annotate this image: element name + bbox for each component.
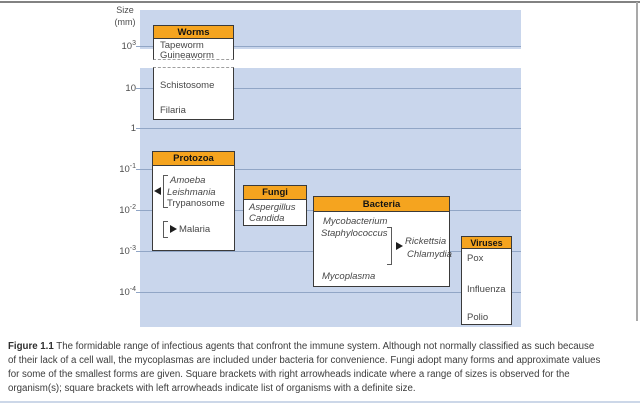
- right-arrowhead-icon: [170, 225, 177, 233]
- y-axis-title-line2: (mm): [114, 16, 136, 27]
- organism-trypanosome: Trypanosome: [167, 198, 225, 209]
- page-bottom-rule: [0, 401, 640, 403]
- y-tick-10e3: 103: [121, 40, 136, 53]
- organism-polio: Polio: [467, 312, 489, 323]
- organism-chlamydia: Chlamydia: [407, 249, 452, 260]
- y-axis-title: Size (mm): [106, 5, 144, 28]
- gridline-10e3: [136, 46, 521, 47]
- left-arrowhead-icon: [154, 187, 161, 195]
- worms-header: Worms: [153, 25, 234, 39]
- y-tick-10e-3: 10-3: [119, 245, 136, 258]
- organism-candida: Candida: [249, 213, 285, 224]
- y-tick-10: 10: [125, 83, 136, 95]
- gridline-10e-1: [136, 169, 521, 170]
- organism-aspergillus: Aspergillus: [249, 202, 296, 213]
- gridline-10e-4: [136, 292, 521, 293]
- gridline-1: [136, 128, 521, 129]
- fungi-header: Fungi: [243, 185, 307, 200]
- fungi-box: Aspergillus Candida: [243, 200, 307, 226]
- organism-guineaworm: Guineaworm: [160, 50, 214, 61]
- organism-pox: Pox: [467, 253, 484, 264]
- organism-schistosome: Schistosome: [160, 80, 215, 91]
- axis-break-band: [140, 49, 521, 68]
- organism-rickettsia: Rickettsia: [405, 236, 447, 247]
- bacteria-header: Bacteria: [313, 196, 450, 212]
- organism-filaria: Filaria: [160, 105, 186, 116]
- figure-caption: Figure 1.1 The formidable range of infec…: [8, 340, 638, 396]
- caption-line-4: organism(s); square brackets with left a…: [8, 382, 416, 394]
- bacteria-box: Mycobacterium Staphylococcus Rickettsia …: [313, 212, 452, 287]
- worms-box-upper: Tapeworm Guineaworm: [153, 39, 234, 61]
- y-tick-10e-2: 10-2: [119, 204, 136, 217]
- viruses-header: Viruses: [461, 236, 512, 249]
- caption-line-3: for some of the smallest forms are given…: [8, 368, 570, 380]
- organism-influenza: Influenza: [467, 284, 506, 295]
- caption-line-2: of their lack of a cell wall, the mycopl…: [8, 354, 601, 366]
- definite-size-bracket: [163, 175, 168, 208]
- y-tick-1: 1: [130, 123, 136, 135]
- page-top-rule: [0, 1, 640, 3]
- organism-mycoplasma: Mycoplasma: [322, 271, 376, 282]
- y-tick-10e-4: 10-4: [119, 286, 136, 299]
- y-axis-title-line1: Size: [116, 5, 134, 15]
- viruses-box: Pox Influenza Polio: [461, 249, 512, 325]
- y-tick-10e-1: 10-1: [119, 163, 136, 176]
- organism-leishmania: Leishmania: [167, 186, 216, 198]
- organism-mycobacterium: Mycobacterium: [323, 216, 388, 227]
- range-bracket-rickettsia-chlamydia: [387, 227, 392, 265]
- organism-staphylococcus: Staphylococcus: [321, 228, 388, 239]
- protozoa-box: Amoeba Leishmania Trypanosome Malaria: [152, 166, 235, 251]
- caption-figure-label: Figure 1.1: [8, 341, 54, 352]
- protozoa-header: Protozoa: [152, 151, 235, 166]
- caption-line-1: Figure 1.1 The formidable range of infec…: [8, 341, 595, 352]
- right-arrowhead-icon: [396, 242, 403, 250]
- organism-malaria: Malaria: [179, 224, 211, 235]
- page-right-rule: [636, 2, 638, 321]
- worms-box-lower: Schistosome Filaria: [153, 67, 234, 120]
- gridline-10: [136, 88, 521, 89]
- organism-tapeworm: Tapeworm: [160, 40, 204, 51]
- range-bracket-malaria: [163, 221, 168, 238]
- organism-amoeba: Amoeba: [170, 175, 206, 186]
